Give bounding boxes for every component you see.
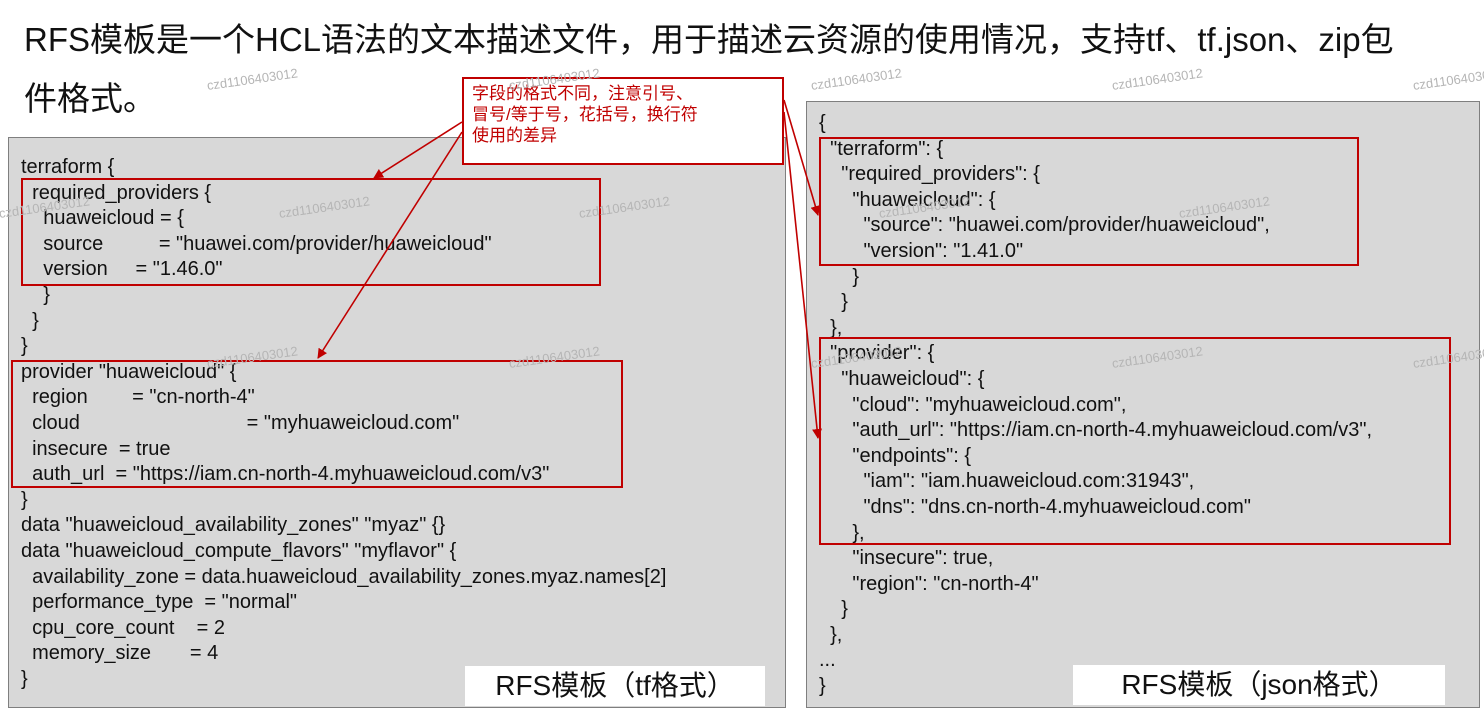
json-provider-highlight: [819, 337, 1451, 545]
tf-code-block: terraform { required_providers { huaweic…: [21, 156, 667, 690]
heading-line-2: 件格式。: [24, 80, 156, 117]
format-difference-callout: 字段的格式不同，注意引号、 冒号/等于号，花括号，换行符 使用的差异: [462, 77, 784, 165]
callout-line-2: 冒号/等于号，花括号，换行符: [472, 105, 698, 124]
json-code-block: { "terraform": { "required_providers": {…: [819, 112, 1373, 698]
tf-template-panel: terraform { required_providers { huaweic…: [8, 137, 786, 708]
heading-line-1: RFS模板是一个HCL语法的文本描述文件，用于描述云资源的使用情况，支持tf、t…: [24, 21, 1394, 58]
callout-line-1: 字段的格式不同，注意引号、: [472, 84, 693, 103]
tf-required-providers-highlight: [21, 178, 601, 286]
page-heading: RFS模板是一个HCL语法的文本描述文件，用于描述云资源的使用情况，支持tf、t…: [24, 10, 1484, 128]
tf-provider-highlight: [11, 360, 623, 488]
json-template-label: RFS模板（json格式）: [1073, 665, 1445, 705]
json-template-panel: { "terraform": { "required_providers": {…: [806, 101, 1480, 708]
callout-line-3: 使用的差异: [472, 126, 557, 145]
tf-template-label: RFS模板（tf格式）: [465, 666, 765, 706]
json-terraform-highlight: [819, 137, 1359, 266]
